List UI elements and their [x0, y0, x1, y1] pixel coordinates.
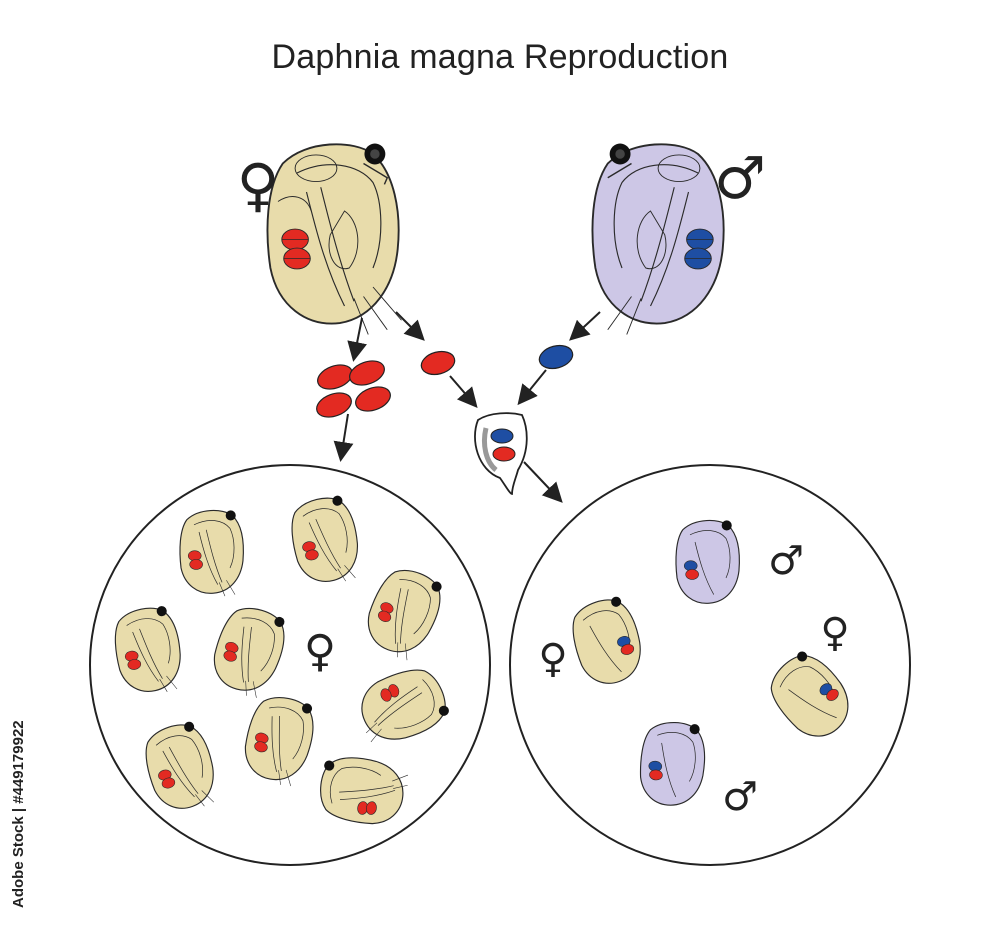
arrow-egg-to-ephippium	[449, 375, 478, 409]
arrow-female-to-asexual-eggs	[347, 317, 367, 362]
female-parent-daphnia	[266, 142, 403, 336]
female-symbol-icon: ♀	[304, 626, 336, 677]
offspring-male	[675, 519, 740, 604]
male-symbol-icon: ♂	[722, 774, 758, 820]
stock-watermark-wrap: Adobe Stock | #449179922	[10, 720, 198, 925]
sexual-offspring-circle	[509, 464, 911, 866]
stock-watermark: Adobe Stock | #449179922	[10, 720, 27, 908]
arrow-female-to-egg	[395, 311, 425, 341]
female-symbol-icon: ♀	[820, 610, 849, 656]
arrow-to-asexual-clutch	[333, 413, 354, 462]
arrow-to-sexual-clutch	[523, 461, 563, 503]
female-symbol-icon: ♀	[237, 151, 279, 219]
male-symbol-icon: ♂	[768, 538, 804, 584]
asexual-egg-cluster	[316, 360, 391, 418]
diagram-title: Daphnia magna Reproduction	[271, 38, 729, 76]
arrow-sperm-to-ephippium	[517, 369, 547, 406]
male-sperm-egg	[538, 344, 574, 370]
arrow-male-to-sperm	[569, 311, 601, 341]
male-parent-daphnia	[591, 142, 725, 336]
female-egg	[420, 350, 456, 376]
female-symbol-icon: ♀	[538, 636, 567, 682]
ephippium-icon	[474, 412, 528, 495]
male-symbol-icon: ♂	[714, 144, 766, 212]
offspring-female	[179, 509, 244, 597]
